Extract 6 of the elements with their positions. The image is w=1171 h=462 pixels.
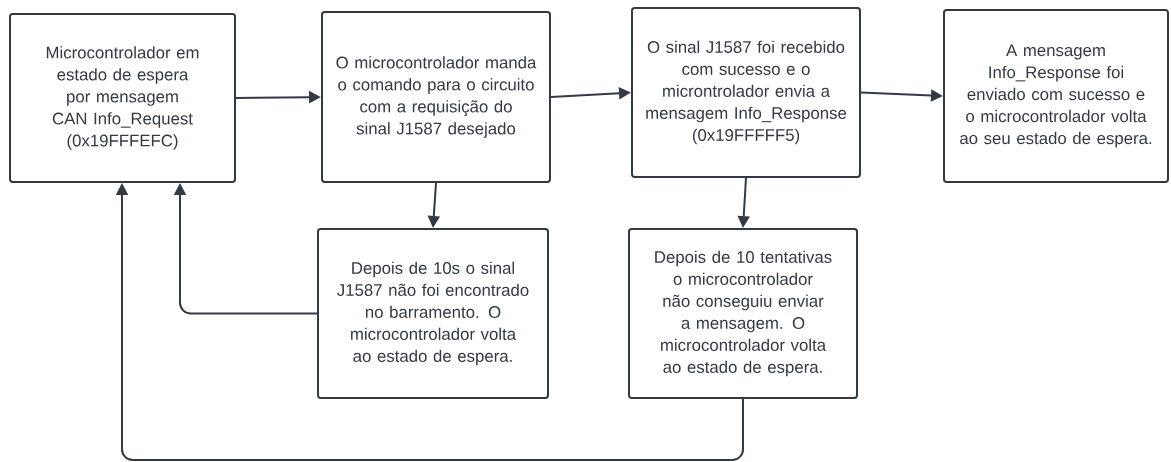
process-box: Microcontrolador em estado de espera por mensagem CAN Info_Request (0x19FFFEFC) [9, 13, 236, 183]
process-box: O sinal J1587 foi recebido com sucesso e o microntrolador envia a mensagem Info_Response (0x19FFFFF5) [631, 7, 861, 178]
process-box: O microcontrolador manda o comando para o circuito com a requisição do sinal J1587 desejado [321, 11, 551, 183]
process-box: Depois de 10s o sinal J1587 não foi encontrado no barramento. O microcontrolador volta ao estado de espera. [317, 228, 549, 399]
process-box: Depois de 10 tentativas o microcontrolador não conseguiu enviar a mensagem. O microcontrolador volta ao estado de espera. [628, 228, 858, 399]
process-box: A mensagem Info_Response foi enviado com sucesso e o microcontrolador volta ao seu estado de espera. [943, 9, 1169, 183]
